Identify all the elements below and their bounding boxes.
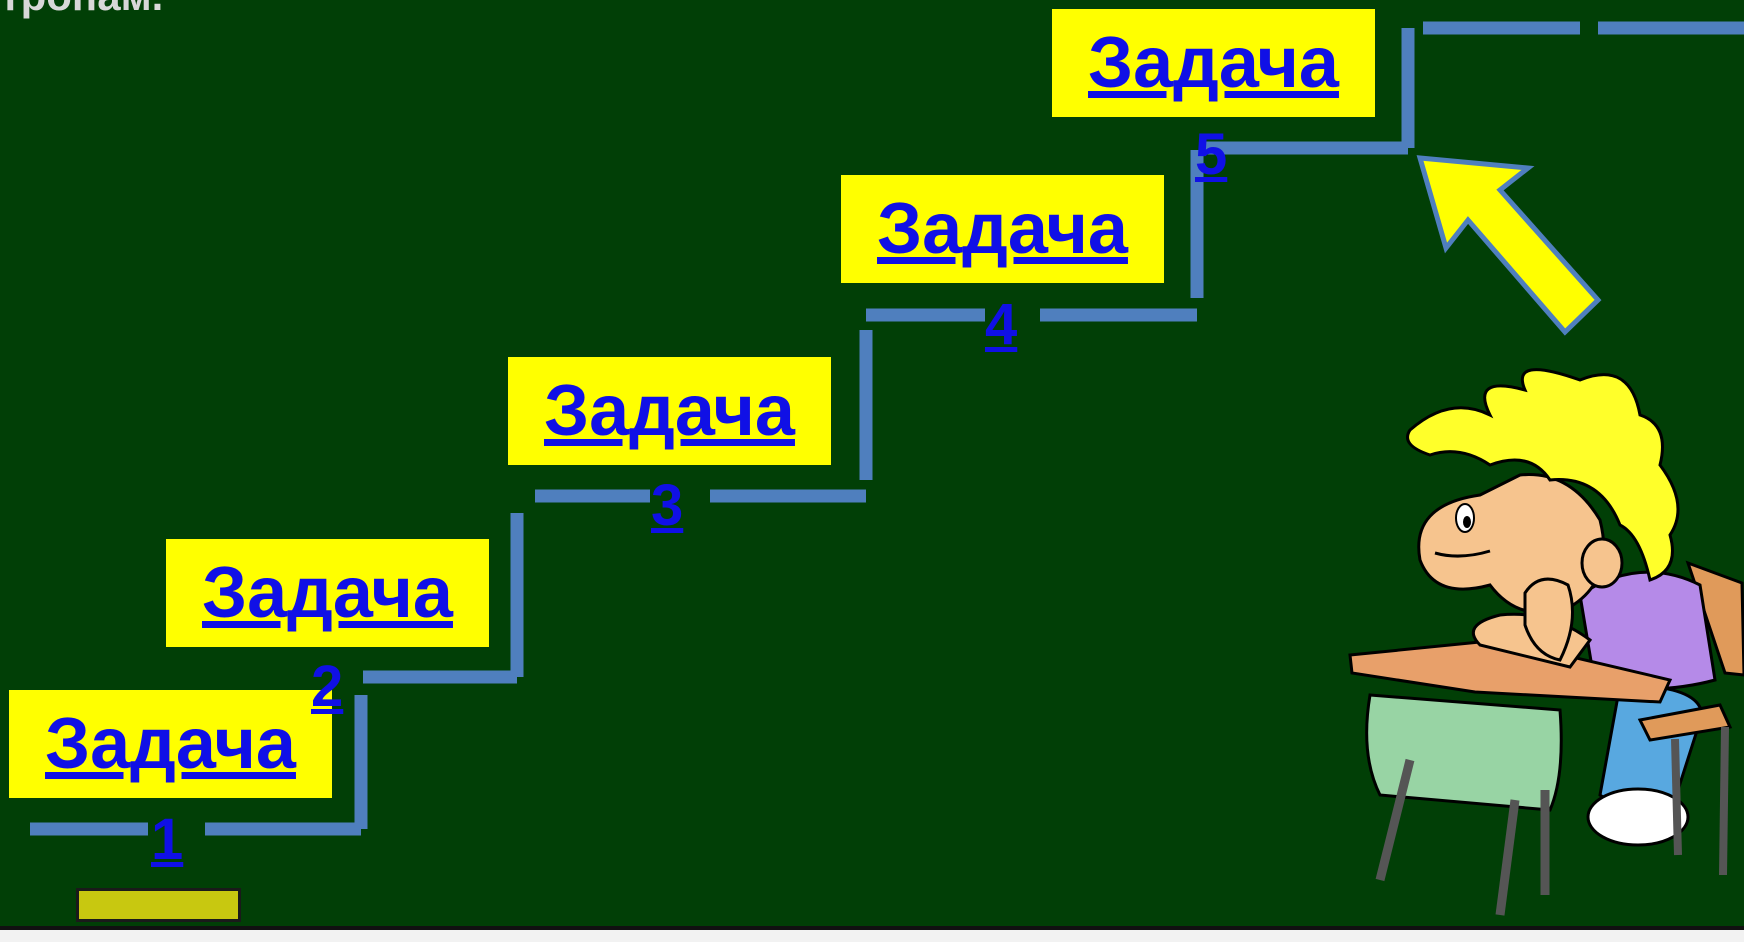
task-1-number[interactable]: 1 bbox=[151, 807, 184, 872]
task-5-number[interactable]: 5 bbox=[1195, 122, 1228, 187]
thinking-boy-at-desk-icon bbox=[1348, 368, 1744, 916]
slide-title-fragment: тропам. bbox=[0, 0, 163, 20]
chalk-tray-icon bbox=[76, 888, 241, 922]
task-3-number[interactable]: 3 bbox=[651, 473, 684, 538]
task-2-link[interactable]: Задача bbox=[166, 539, 489, 647]
task-1-link[interactable]: Задача bbox=[9, 690, 332, 798]
up-arrow-icon bbox=[1416, 155, 1602, 336]
task-5-link[interactable]: Задача bbox=[1052, 9, 1375, 117]
task-2-number[interactable]: 2 bbox=[311, 654, 344, 719]
task-4-number[interactable]: 4 bbox=[985, 292, 1018, 357]
board-bottom-edge bbox=[0, 926, 1744, 930]
task-3-link[interactable]: Задача bbox=[508, 357, 831, 465]
board-ledge bbox=[0, 930, 1744, 942]
task-4-link[interactable]: Задача bbox=[841, 175, 1164, 283]
